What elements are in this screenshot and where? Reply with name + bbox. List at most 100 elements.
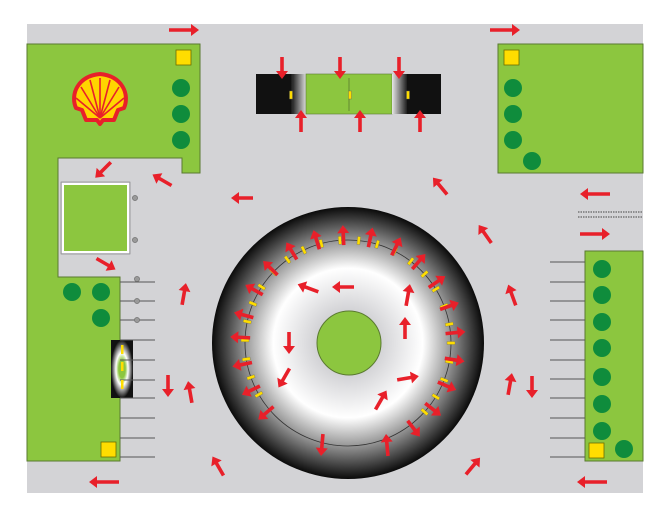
lamp-post-icon: [132, 195, 138, 201]
arrow-icon: [276, 57, 288, 79]
lane-marker: [121, 380, 124, 389]
arrow-icon: [445, 326, 466, 339]
arrow-icon: [89, 476, 119, 488]
lane-marker: [439, 376, 449, 383]
arrow-icon: [396, 371, 419, 384]
tree-icon: [523, 152, 541, 170]
arrow-icon: [230, 331, 251, 344]
arrow-icon: [478, 224, 493, 245]
arrow-icon: [414, 110, 426, 132]
arrow-icon: [504, 373, 517, 396]
tree-icon: [593, 368, 611, 386]
lane-marker: [374, 239, 381, 249]
arrow-icon: [183, 381, 196, 404]
arrow-icon: [424, 401, 441, 416]
lane-marker: [444, 321, 454, 327]
lane-marker: [431, 393, 441, 401]
roundabout-island: [316, 310, 382, 376]
arrow-icon: [232, 359, 253, 371]
tree-icon: [63, 283, 81, 301]
shell-logo: [72, 72, 128, 126]
arrow-icon: [410, 253, 426, 271]
arrow-icon: [577, 476, 607, 488]
arrow-icon: [505, 284, 518, 306]
tree-icon: [593, 339, 611, 357]
arrow-icon: [390, 237, 403, 257]
arrow-icon: [439, 299, 459, 312]
lane-marker: [431, 285, 441, 293]
arrow-icon: [263, 261, 279, 277]
arrow-icon: [95, 256, 116, 271]
arrow-icon: [245, 283, 264, 297]
lane-marker: [246, 374, 256, 381]
tree-icon: [593, 395, 611, 413]
arrow-icon: [427, 275, 446, 289]
lamp-post-icon: [134, 276, 140, 282]
tree-icon: [593, 260, 611, 278]
tree-icon: [172, 105, 190, 123]
tree-icon: [593, 422, 611, 440]
arrow-icon: [354, 110, 366, 132]
arrow-icon: [490, 24, 520, 36]
arrow-icon: [315, 433, 328, 456]
arrow-icon: [234, 308, 254, 321]
arrow-icon: [580, 228, 610, 240]
lane-marker: [446, 341, 456, 345]
tree-icon: [504, 79, 522, 97]
arrow-icon: [178, 283, 191, 306]
lamp-post-icon: [134, 298, 140, 304]
arrow-icon: [231, 192, 253, 204]
lane-marker: [242, 319, 252, 325]
station-grass: [26, 43, 201, 462]
arrow-icon: [297, 281, 319, 294]
tree-icon: [172, 131, 190, 149]
arrow-icon: [526, 376, 538, 398]
lane-marker: [356, 236, 361, 245]
lamp-post-icon: [134, 317, 140, 323]
lane-marker: [248, 300, 258, 307]
lane-marker: [348, 90, 352, 100]
arrow-icon: [402, 284, 415, 307]
yellow-marker-icon: [588, 442, 605, 459]
lane-marker: [121, 345, 124, 354]
yellow-marker-icon: [175, 49, 192, 66]
arrow-icon: [285, 242, 299, 261]
arrow-icon: [211, 456, 226, 477]
lane-marker: [406, 90, 410, 100]
lane-marker: [420, 270, 429, 279]
arrow-icon: [95, 160, 113, 178]
arrow-icon: [162, 375, 174, 397]
yellow-marker-icon: [503, 49, 520, 66]
arrow-icon: [580, 188, 610, 200]
arrow-icon: [437, 380, 457, 393]
tree-icon: [504, 131, 522, 149]
lane-marker: [254, 390, 264, 399]
lane-marker: [283, 255, 292, 264]
tree-icon: [593, 313, 611, 331]
tree-icon: [615, 440, 633, 458]
arrow-icon: [444, 354, 465, 367]
arrow-icon: [464, 457, 481, 476]
arrow-icon: [277, 367, 292, 388]
lane-marker: [318, 239, 325, 248]
arrow-icon: [295, 110, 307, 132]
tree-icon: [92, 309, 110, 327]
yellow-marker-icon: [100, 441, 117, 458]
arrow-icon: [169, 24, 199, 36]
tree-icon: [172, 79, 190, 97]
arrow-icon: [283, 332, 295, 354]
lane-marker: [337, 236, 342, 245]
lane-marker: [300, 245, 307, 255]
lane-marker: [241, 356, 251, 362]
lane-marker: [121, 362, 124, 371]
arrow-icon: [334, 57, 346, 79]
arrow-icon: [332, 281, 354, 293]
arrow-icon: [399, 317, 411, 339]
lane-marker: [420, 407, 429, 416]
grass-top-right: [497, 43, 644, 174]
tree-icon: [593, 286, 611, 304]
arrow-icon: [241, 384, 261, 397]
arrow-icon: [393, 57, 405, 79]
lane-marker: [406, 256, 415, 266]
